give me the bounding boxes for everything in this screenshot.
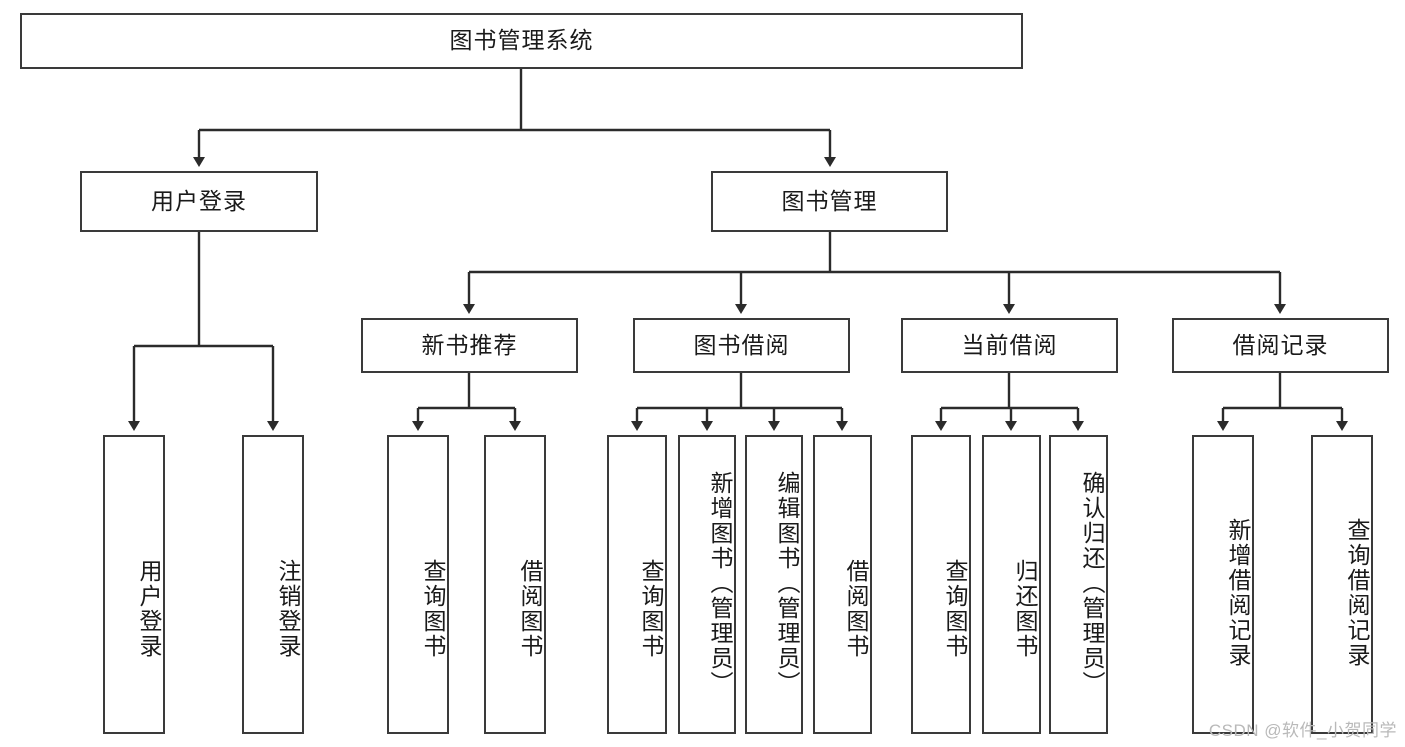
leaf-user-logout-label: 注销登录 — [275, 558, 301, 659]
leaf-query-book-2[interactable]: 查询图书 — [607, 435, 667, 734]
leaf-add-book[interactable]: 新增图书（管理员） — [678, 435, 736, 734]
leaf-query-record[interactable]: 查询借阅记录 — [1311, 435, 1373, 734]
node-book-borrow[interactable]: 图书借阅 — [633, 318, 850, 373]
node-borrow-record[interactable]: 借阅记录 — [1172, 318, 1389, 373]
leaf-user-login-label: 用户登录 — [136, 558, 162, 659]
node-book-borrow-label: 图书借阅 — [693, 331, 790, 358]
leaf-query-book-1[interactable]: 查询图书 — [387, 435, 449, 734]
leaf-add-record[interactable]: 新增借阅记录 — [1192, 435, 1254, 734]
node-book-manage[interactable]: 图书管理 — [711, 171, 948, 232]
node-root-label: 图书管理系统 — [449, 27, 594, 54]
leaf-borrow-book-1[interactable]: 借阅图书 — [484, 435, 546, 734]
node-borrow-record-label: 借阅记录 — [1232, 331, 1329, 358]
node-current-borrow-label: 当前借阅 — [961, 331, 1058, 358]
leaf-confirm-return-label: 确认归还（管理员） — [1079, 471, 1105, 696]
node-current-borrow[interactable]: 当前借阅 — [901, 318, 1118, 373]
leaf-borrow-book-2-label: 借阅图书 — [843, 558, 869, 659]
leaf-add-book-label: 新增图书（管理员） — [707, 471, 733, 696]
leaf-confirm-return[interactable]: 确认归还（管理员） — [1049, 435, 1108, 734]
leaf-user-login[interactable]: 用户登录 — [103, 435, 165, 734]
node-book-manage-label: 图书管理 — [781, 187, 878, 214]
leaf-query-book-3-label: 查询图书 — [942, 558, 968, 659]
leaf-return-book[interactable]: 归还图书 — [982, 435, 1041, 734]
leaf-query-book-2-label: 查询图书 — [638, 558, 664, 659]
node-user-login-label: 用户登录 — [151, 187, 247, 214]
leaf-edit-book-label: 编辑图书（管理员） — [774, 471, 800, 696]
leaf-query-record-label: 查询借阅记录 — [1344, 517, 1370, 668]
leaf-query-book-1-label: 查询图书 — [420, 558, 446, 659]
leaf-add-record-label: 新增借阅记录 — [1225, 517, 1251, 668]
leaf-borrow-book-2[interactable]: 借阅图书 — [813, 435, 872, 734]
leaf-borrow-book-1-label: 借阅图书 — [517, 558, 543, 659]
node-user-login[interactable]: 用户登录 — [80, 171, 318, 232]
node-root[interactable]: 图书管理系统 — [20, 13, 1023, 69]
leaf-return-book-label: 归还图书 — [1012, 558, 1038, 659]
leaf-query-book-3[interactable]: 查询图书 — [911, 435, 971, 734]
node-new-book-rec-label: 新书推荐 — [421, 331, 518, 358]
csdn-watermark: CSDN @软件_小贺同学 — [1208, 721, 1397, 740]
leaf-user-logout[interactable]: 注销登录 — [242, 435, 304, 734]
leaf-edit-book[interactable]: 编辑图书（管理员） — [745, 435, 803, 734]
node-new-book-rec[interactable]: 新书推荐 — [361, 318, 578, 373]
